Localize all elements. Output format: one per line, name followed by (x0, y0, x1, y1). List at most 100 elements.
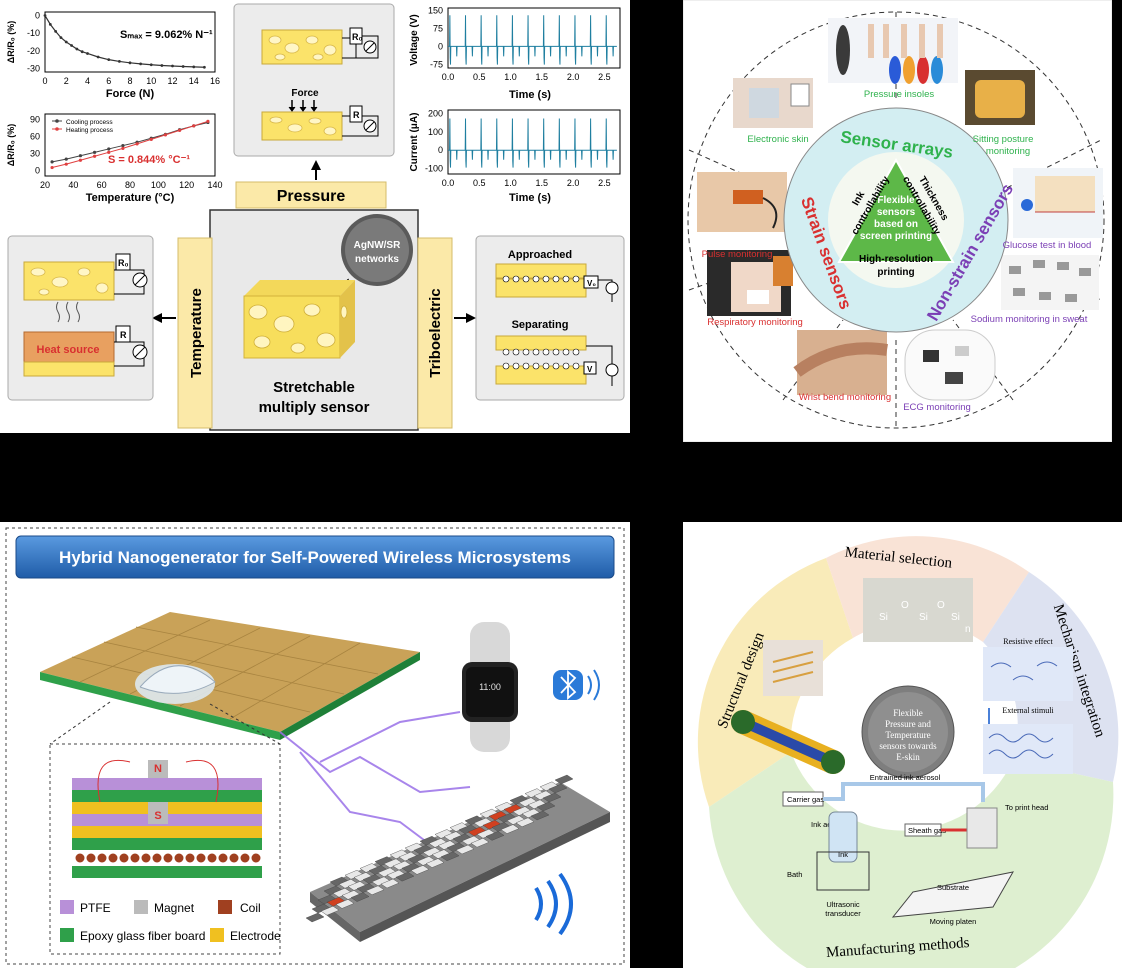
svg-text:N: N (154, 763, 162, 775)
cooling-point (78, 154, 83, 158)
current-xtick: 1.0 (504, 178, 517, 188)
svg-text:n: n (965, 624, 971, 635)
pressure-box: R₀ Force R (233, 3, 395, 157)
svg-text:S: S (154, 810, 161, 822)
coil-dot (240, 853, 250, 863)
force-ylabel: ΔR/R₀ (%) (6, 21, 16, 64)
pressure-insoles-image (828, 18, 958, 84)
force-xtick: 10 (146, 76, 156, 86)
temp-ytick: 0 (35, 165, 40, 175)
force-ytick: -20 (27, 46, 40, 56)
temp-ytick: 90 (30, 115, 40, 125)
current-xtick: 2.0 (567, 178, 580, 188)
force-ytick: 0 (35, 11, 40, 21)
current-ytick: 200 (428, 109, 443, 119)
keyboard (305, 774, 610, 942)
voltage-ylabel: Voltage (V) (409, 14, 420, 65)
force-point (86, 52, 89, 55)
voltage-xtick: 2.0 (567, 72, 580, 82)
svg-text:transducer: transducer (825, 909, 861, 918)
legend-electrode: Electrode (230, 929, 281, 943)
triboelectric-label: Triboelectric (427, 288, 444, 377)
panel-b-screen-printing-wheel: Flexible sensors based on screen printin… (683, 0, 1112, 442)
pulse-image (697, 172, 787, 232)
force-xtick: 16 (210, 76, 220, 86)
legend-coil: Coil (240, 901, 261, 915)
separating-label: Separating (512, 319, 569, 331)
svg-text:High-resolution: High-resolution (859, 254, 933, 265)
voltage-ytick: 0 (438, 41, 443, 51)
coil-dot (108, 853, 118, 863)
voltage-ytick: -75 (430, 59, 443, 69)
agnw-label-2: networks (355, 254, 399, 265)
svg-text:Pressure insoles: Pressure insoles (864, 89, 934, 100)
svg-text:Flexible: Flexible (877, 195, 915, 206)
svg-text:To print head: To print head (1005, 803, 1048, 812)
temperature-label: Temperature (188, 288, 205, 378)
temp-ytick: 60 (30, 132, 40, 142)
svg-text:V: V (587, 365, 593, 374)
temp-xtick: 40 (68, 180, 78, 190)
heating-point (50, 165, 54, 170)
svg-text:Ultrasonic: Ultrasonic (826, 900, 860, 909)
svg-text:Temperature: Temperature (885, 730, 930, 740)
heating-point (149, 137, 153, 141)
svg-text:Bath: Bath (787, 870, 802, 879)
current-xlabel: Time (s) (509, 192, 551, 204)
voltage-ytick: 75 (433, 23, 443, 33)
force-point (75, 47, 79, 51)
force-xtick: 14 (189, 76, 199, 86)
heating-point (78, 158, 83, 162)
pressure-label: Pressure (277, 188, 346, 205)
board (40, 612, 420, 740)
coil-dot (152, 853, 162, 863)
temp-xtick: 140 (207, 180, 222, 190)
svg-text:Si: Si (919, 612, 928, 623)
force-point (149, 63, 153, 67)
current-xtick: 0.0 (442, 178, 455, 188)
panel-c-hybrid-nanogenerator: Hybrid Nanogenerator for Self-Powered Wi… (0, 522, 630, 968)
center-title-1: Stretchable (273, 379, 355, 396)
force-xlabel: Force (N) (106, 88, 155, 100)
glucose-image (1013, 168, 1103, 238)
current-xtick: 1.5 (536, 178, 549, 188)
svg-text:Pressure and: Pressure and (885, 719, 931, 729)
voltage-xtick: 0.5 (473, 72, 486, 82)
force-xtick: 0 (42, 76, 47, 86)
legend-epoxy-swatch (60, 928, 74, 942)
legend-coil-swatch (218, 900, 232, 914)
current-ytick: 100 (428, 127, 443, 137)
heat-source-label: Heat source (37, 344, 100, 356)
coil-dot (229, 853, 239, 863)
force-point (64, 40, 68, 44)
force-point (160, 64, 164, 67)
force-point (107, 58, 111, 62)
cooling-point (107, 147, 111, 151)
svg-text:sensors towards: sensors towards (879, 741, 937, 751)
legend-ptfe: PTFE (80, 901, 111, 915)
heating-point (64, 162, 68, 166)
svg-text:Resistive effect: Resistive effect (1003, 637, 1053, 646)
svg-text:Flexible: Flexible (893, 708, 923, 718)
current-ytick: -100 (425, 164, 443, 174)
force-xtick: 4 (85, 76, 90, 86)
force-annotation: Sₘₐₓ = 9.062% N⁻¹ (120, 29, 213, 41)
panel-d-eskin-wheel: Material selection Structural design Mec… (683, 522, 1122, 968)
svg-text:O: O (937, 600, 945, 611)
temp-ytick: 30 (30, 148, 40, 158)
legend-ptfe-swatch (60, 900, 74, 914)
sitting-posture-image (965, 70, 1035, 125)
temp-annotation: S = 0.844% °C⁻¹ (108, 154, 190, 166)
sodium-image (1001, 255, 1099, 310)
coil-dot (251, 853, 261, 863)
force-ytick: -30 (27, 63, 40, 73)
temp-xtick: 120 (179, 180, 194, 190)
svg-text:Si: Si (951, 612, 960, 623)
current-ytick: 0 (438, 145, 443, 155)
force-point (171, 64, 174, 68)
force-point (202, 65, 206, 69)
coil-dot (75, 853, 85, 863)
svg-text:Si: Si (879, 612, 888, 623)
